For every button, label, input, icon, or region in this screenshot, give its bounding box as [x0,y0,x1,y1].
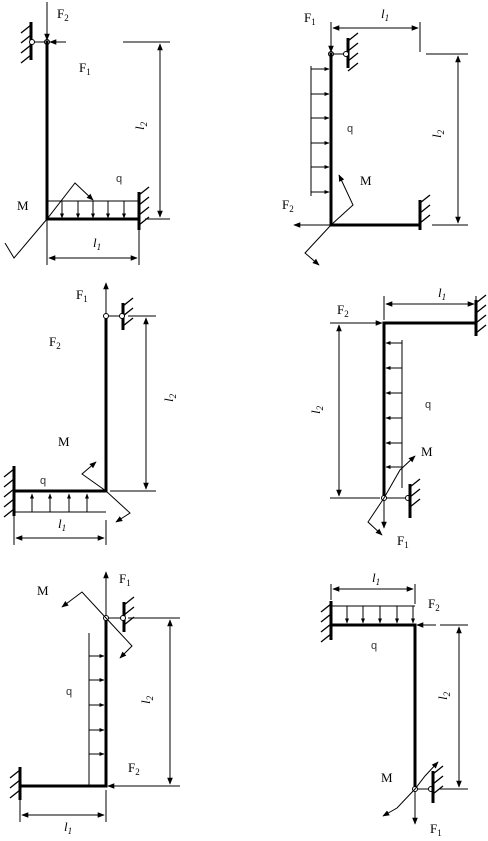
scheme-4: F2 q M F1 l1 l2 [308,285,487,550]
label-l2: l2 [435,691,452,700]
label-m: M [37,583,49,598]
label-f1: F1 [119,571,131,588]
label-m: M [58,434,70,449]
dimension-l2 [330,322,380,499]
scheme-3: F1 F2 M q l1 l2 [3,282,178,545]
dimension-l1 [19,790,107,822]
scheme-1: F2 F1 q M l1 l2 [4,2,170,265]
fixed-support-left [9,767,22,800]
fixed-support-right [474,294,487,336]
label-m: M [421,444,433,459]
label-f1: F1 [79,60,91,77]
scheme-6: l1 F2 q M F1 l2 [320,570,468,838]
label-l2: l2 [138,695,155,704]
label-l2: l2 [429,129,446,138]
label-f2: F2 [428,596,440,613]
label-l1: l1 [372,570,380,587]
label-m: M [360,173,372,188]
label-q: q [425,399,431,411]
dimension-l2 [110,617,180,787]
dimension-l1 [330,584,416,604]
label-l1: l1 [93,235,101,252]
fixed-support-top [121,297,134,330]
label-f1: F1 [397,533,409,550]
label-f2: F2 [128,760,140,777]
label-m: M [17,198,29,213]
dimension-l2 [123,41,170,220]
label-l2: l2 [308,405,325,414]
fixed-support-right [418,194,431,230]
label-f2: F2 [282,197,294,214]
label-f1: F1 [76,287,88,304]
label-f1: F1 [304,10,316,27]
label-q: q [66,686,72,698]
distributed-load-q [14,493,106,513]
label-q: q [116,173,122,185]
dimension-l1 [46,219,140,265]
dimension-l1 [13,516,107,545]
fixed-support-top [346,32,359,72]
scheme-2: F1 F2 q M l1 l2 [282,6,468,266]
distributed-load-q [88,633,105,786]
moment-m-symbol [304,174,354,266]
label-f1: F1 [430,821,442,838]
label-q: q [371,640,377,652]
fixed-support-right [137,186,150,230]
label-q: q [40,475,46,487]
label-q: q [347,123,353,135]
label-l1: l1 [438,285,446,302]
distributed-load-q [310,66,330,196]
label-l2: l2 [132,121,149,130]
moment-m-symbol [382,761,439,817]
dimension-l1 [383,296,477,320]
fixed-support-top [122,596,135,632]
scheme-5: M F1 q F2 l1 l2 [9,571,180,836]
fixed-support-bottom [431,765,444,803]
distributed-load-q [331,605,415,624]
distributed-load-q [47,200,139,219]
moment-m-symbol [367,455,416,536]
label-f2: F2 [49,334,61,351]
label-m: M [381,770,393,785]
fixed-support-left [320,601,333,643]
dimension-l2 [110,315,156,492]
distributed-load-q [385,340,403,488]
moment-m-symbol [81,461,131,523]
dimension-l2 [440,624,468,790]
fixed-support-bottom [408,478,421,518]
dimension-l2 [426,53,468,226]
label-l1: l1 [381,6,389,23]
label-l1: l1 [64,819,72,836]
label-l1: l1 [58,516,66,533]
label-f2: F2 [57,6,69,23]
moment-m-symbol [61,591,133,659]
label-l2: l2 [161,393,178,402]
dimension-l1 [330,22,421,52]
label-f2: F2 [337,302,349,319]
